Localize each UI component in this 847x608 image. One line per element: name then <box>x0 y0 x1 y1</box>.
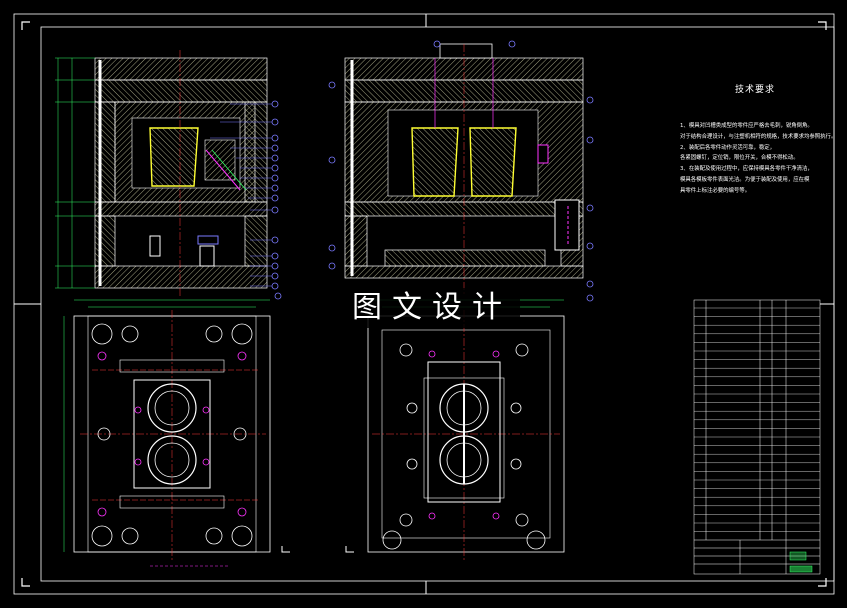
bom-rows <box>694 307 820 532</box>
moving-half-plan <box>63 299 290 567</box>
main-section-view <box>55 50 282 300</box>
notes-line-1: 1、模具对凹槽类成型的零件应严格去毛刺，锐角倒角。 <box>680 123 813 129</box>
watermark-text: 图文设计 <box>344 288 520 328</box>
notes-line-6: 模具各模板零件表面光洁。为便于装配及使用，应在模 <box>680 176 810 183</box>
fixed-half-plan <box>345 299 565 560</box>
notes-line-4: 各紧固螺钉，定位销，限位开关，合模不得松动。 <box>680 155 799 162</box>
title-block <box>694 540 820 574</box>
notes-line-7: 具零件上标注必要的编号等。 <box>680 187 751 194</box>
notes-line-2: 对于结构合理设计，与注塑机相符的规格，技术要求均参照执行。 <box>680 133 837 140</box>
side-section-view <box>328 40 594 302</box>
technical-notes: 技术要求 1、模具对凹槽类成型的零件应严格去毛刺，锐角倒角。 对于结构合理设计，… <box>680 82 837 197</box>
notes-title: 技术要求 <box>734 85 775 95</box>
notes-line-3: 2、装配后各零件动作灵活可靠，稳定， <box>680 144 776 151</box>
notes-line-5: 3、在装配及使用过程中，应保持模具各零件干净清洁， <box>680 166 813 173</box>
sheet-frame <box>13 13 835 595</box>
